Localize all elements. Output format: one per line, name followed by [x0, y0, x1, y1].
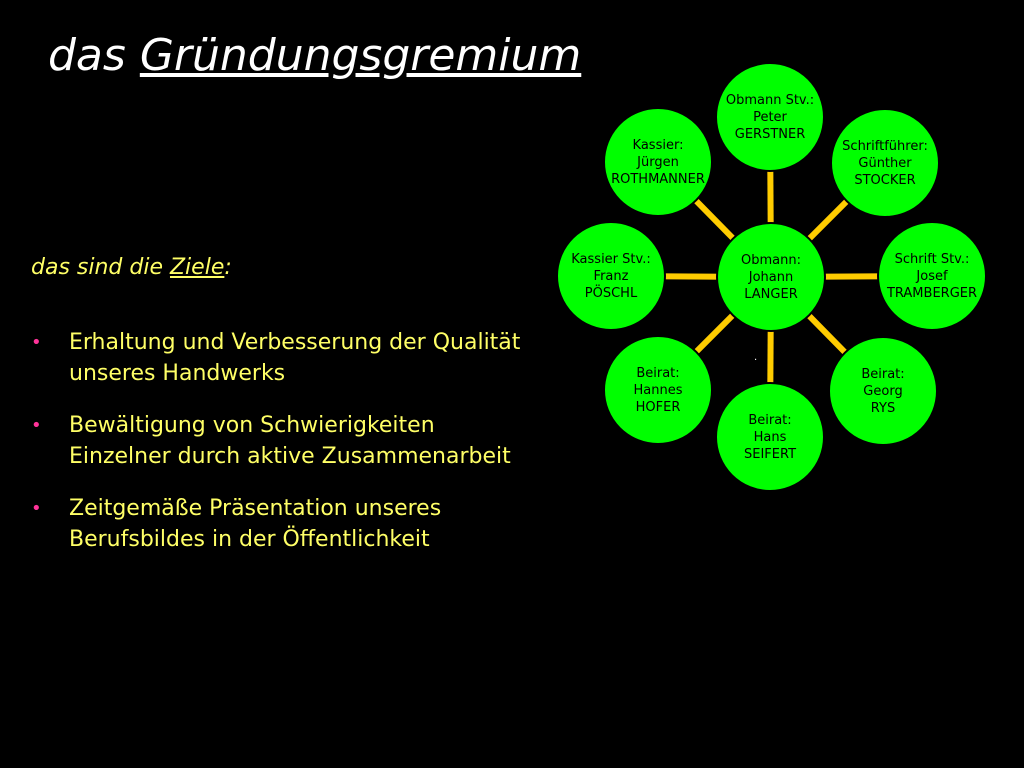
bullet-icon: • — [31, 415, 42, 436]
node-beirat-rys-line-1: Georg — [863, 384, 902, 399]
goal-text: Zeitgemäße Präsentation unseres Berufsbi… — [69, 496, 442, 552]
node-center-line-0: Obmann: — [741, 253, 801, 268]
node-kassier-stv-circle — [556, 221, 666, 331]
node-kassier-stv-line-0: Kassier Stv.: — [571, 252, 650, 267]
bullet-icon: • — [31, 332, 42, 353]
node-beirat-rys-line-0: Beirat: — [861, 367, 904, 382]
goals-heading-prefix: das sind die — [31, 255, 170, 280]
node-beirat-seifert-circle — [715, 382, 825, 492]
node-schrift-stv-line-0: Schrift Stv.: — [895, 252, 970, 267]
node-beirat-hofer-line-0: Beirat: — [636, 366, 679, 381]
node-beirat-hofer-line-1: Hannes — [634, 383, 683, 398]
node-beirat-seifert-line-1: Hans — [754, 430, 787, 445]
node-schrift-stv-circle — [877, 221, 987, 331]
node-kassier-line-1: Jürgen — [636, 155, 679, 170]
node-beirat-rys-line-2: RYS — [871, 401, 895, 416]
node-beirat-hofer-line-2: HOFER — [636, 400, 681, 415]
title-underlined: Gründungsgremium — [139, 30, 582, 81]
slide-title: das Gründungsgremium — [48, 30, 581, 83]
goals-heading: das sind die Ziele: — [31, 255, 232, 280]
node-kassier-line-2: ROTHMANNER — [611, 172, 705, 187]
node-beirat-rys-circle — [828, 336, 938, 446]
node-schriftfuehrer-line-2: STOCKER — [854, 173, 915, 188]
node-kassier-line-0: Kassier: — [633, 138, 684, 153]
stray-mark: . — [754, 352, 758, 363]
node-kassier-stv-line-2: PÖSCHL — [585, 284, 638, 301]
node-obmann-stv-line-0: Obmann Stv.: — [726, 93, 814, 108]
node-center-line-2: LANGER — [744, 287, 797, 302]
node-schrift-stv-line-2: TRAMBERGER — [886, 286, 977, 301]
node-obmann-stv-circle — [715, 62, 825, 172]
node-center-line-1: Johann — [748, 270, 793, 285]
node-schriftfuehrer-line-1: Günther — [858, 156, 912, 171]
node-kassier-stv-line-1: Franz — [594, 269, 629, 284]
goal-item: • Erhaltung und Verbesserung der Qualität… — [31, 327, 531, 389]
node-schriftfuehrer-line-0: Schriftführer: — [842, 139, 928, 154]
node-beirat-seifert-line-2: SEIFERT — [744, 447, 796, 462]
goal-item: • Zeitgemäße Präsentation unseres Berufsb… — [31, 493, 531, 555]
node-beirat-hofer-circle — [603, 335, 713, 445]
node-obmann-stv-line-2: GERSTNER — [735, 127, 805, 142]
node-schrift-stv-line-1: Josef — [915, 269, 948, 284]
node-kassier-circle — [603, 107, 713, 217]
goals-heading-suffix: : — [224, 255, 232, 280]
node-beirat-seifert-line-0: Beirat: — [748, 413, 791, 428]
node-schriftfuehrer-circle — [830, 108, 940, 218]
goals-heading-underlined: Ziele — [169, 255, 225, 280]
goal-text: Bewältigung von Schwierigkeiten Einzelne… — [69, 413, 511, 469]
goal-text: Erhaltung und Verbesserung der Qualität … — [69, 330, 521, 386]
title-prefix: das — [48, 30, 140, 81]
goal-item: • Bewältigung von Schwierigkeiten Einzeln… — [31, 410, 531, 472]
node-obmann-stv-line-1: Peter — [753, 110, 787, 125]
bullet-icon: • — [31, 498, 42, 519]
node-center-circle — [716, 222, 826, 332]
goals-list: • Erhaltung und Verbesserung der Qualität… — [31, 327, 531, 576]
